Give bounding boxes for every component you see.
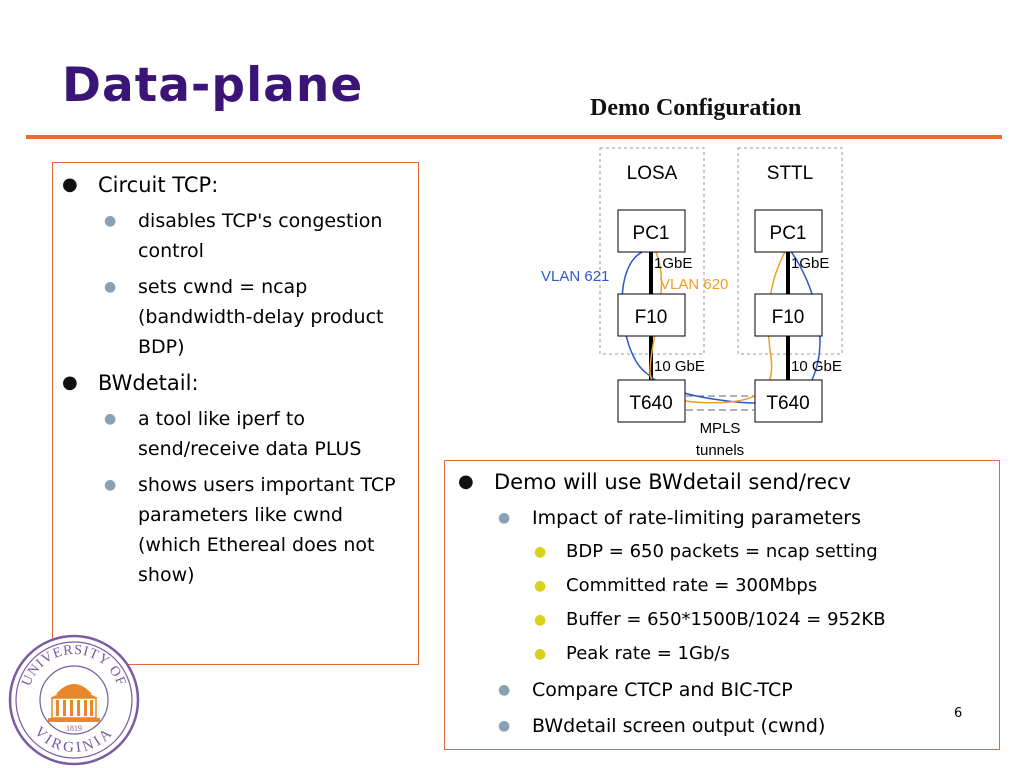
sub-sub-bullet-text: Peak rate = 1Gb/s [566, 643, 730, 664]
title-divider [26, 135, 1002, 139]
bullet-dot-icon: ● [534, 646, 547, 662]
sub-sub-bullet: ● BDP = 650 packets = ncap setting [446, 537, 996, 567]
losa-10gbe-label: 10 GbE [654, 358, 705, 375]
seal-year: 1819 [66, 724, 82, 733]
sttl-f10-box [754, 293, 823, 337]
bullet-dot-icon: ● [498, 682, 511, 698]
bullet-dot-icon: ● [62, 372, 78, 393]
university-seal-logo: UNIVERSITY OF VIRGINIA 1819 [8, 634, 140, 766]
bullet-dot-icon: ● [104, 411, 117, 427]
losa-pc1-label: PC1 [633, 223, 670, 244]
bullet-demo: ● Demo will use BWdetail send/recv [446, 467, 996, 497]
losa-f10-label: F10 [635, 307, 668, 328]
vlan-620-label: VLAN 620 [660, 276, 728, 293]
sttl-t640-box [754, 379, 823, 423]
sub-bullet: ● disables TCP's congestion control [50, 206, 410, 266]
tunnels-label: tunnels [696, 442, 744, 459]
sub-bullet: ● Compare CTCP and BIC-TCP [446, 675, 996, 705]
bullet-dot-icon: ● [498, 718, 511, 734]
left-bullet-list: ● Circuit TCP: ● disables TCP's congestion… [50, 170, 410, 590]
sttl-pc1-label: PC1 [770, 223, 807, 244]
sub-bullet-text: Impact of rate-limiting parameters [532, 507, 861, 529]
sttl-f10-label: F10 [772, 307, 805, 328]
bullet-dot-icon: ● [104, 213, 117, 229]
bullet-dot-icon: ● [458, 471, 474, 492]
sub-bullet: ● sets cwnd = ncap (bandwidth-delay produ… [50, 272, 410, 362]
network-diagram: LOSA STTL PC1 F10 T640 PC1 F10 T640 1GbE… [541, 147, 843, 459]
sub-sub-bullet-text: Committed rate = 300Mbps [566, 575, 818, 596]
sub-bullet: ● BWdetail screen output (cwnd) [446, 711, 996, 741]
rotunda-icon [48, 684, 100, 722]
losa-t640-label: T640 [629, 393, 672, 414]
seal-inner-ring [15, 641, 133, 759]
sub-bullet: ● Impact of rate-limiting parameters [446, 503, 996, 533]
bullet-dot-icon: ● [62, 174, 78, 195]
sttl-label: STTL [767, 163, 813, 184]
sub-bullet-text: disables TCP's congestion control [138, 210, 383, 262]
bullet-dot-icon: ● [104, 477, 117, 493]
bullet-dot-icon: ● [534, 544, 547, 560]
sub-bullet: ● a tool like iperf to send/receive data … [50, 404, 410, 464]
losa-pc1-box [617, 209, 686, 253]
sub-bullet-text: a tool like iperf to send/receive data P… [138, 408, 362, 460]
sub-bullet-text: BWdetail screen output (cwnd) [532, 715, 826, 737]
vlan-621-label: VLAN 621 [541, 268, 609, 285]
sub-bullet-text: sets cwnd = ncap (bandwidth-delay produc… [138, 276, 384, 358]
sttl-1gbe-label: 1GbE [791, 255, 829, 272]
bullet-dot-icon: ● [534, 578, 547, 594]
sub-sub-bullet-text: BDP = 650 packets = ncap setting [566, 541, 878, 562]
losa-label: LOSA [627, 163, 678, 184]
losa-1gbe-label: 1GbE [654, 255, 692, 272]
sttl-10gbe-label: 10 GbE [791, 358, 842, 375]
mpls-label: MPLS [700, 420, 741, 437]
sub-sub-bullet: ● Peak rate = 1Gb/s [446, 639, 996, 669]
sub-sub-bullet: ● Buffer = 650*1500B/1024 = 952KB [446, 605, 996, 635]
slide-title: Data-plane [62, 58, 364, 113]
sttl-pc1-box [754, 209, 823, 253]
bullet-text: Circuit TCP: [98, 173, 219, 197]
page-number: 6 [954, 706, 963, 721]
sub-sub-bullet: ● Committed rate = 300Mbps [446, 571, 996, 601]
bullet-text: Demo will use BWdetail send/recv [494, 470, 852, 494]
bullet-dot-icon: ● [534, 612, 547, 628]
losa-f10-box [617, 293, 686, 337]
losa-t640-box [617, 379, 686, 423]
sub-bullet: ● shows users important TCP parameters li… [50, 470, 410, 590]
bullet-dot-icon: ● [498, 510, 511, 526]
sttl-t640-label: T640 [766, 393, 809, 414]
bullet-dot-icon: ● [104, 279, 117, 295]
right-text-box [444, 460, 1000, 750]
sub-bullet-text: Compare CTCP and BIC-TCP [532, 679, 793, 701]
bullet-circuit-tcp: ● Circuit TCP: [50, 170, 410, 200]
bullet-bwdetail: ● BWdetail: [50, 368, 410, 398]
bullet-text: BWdetail: [98, 371, 199, 395]
right-bullet-list: ● Demo will use BWdetail send/recv ● Impac… [446, 467, 996, 741]
sub-bullet-text: shows users important TCP parameters lik… [138, 474, 396, 586]
diagram-title: Demo Configuration [590, 95, 802, 121]
seal-center-ring [39, 665, 109, 735]
left-text-box [52, 162, 419, 665]
sub-sub-bullet-text: Buffer = 650*1500B/1024 = 952KB [566, 609, 886, 630]
